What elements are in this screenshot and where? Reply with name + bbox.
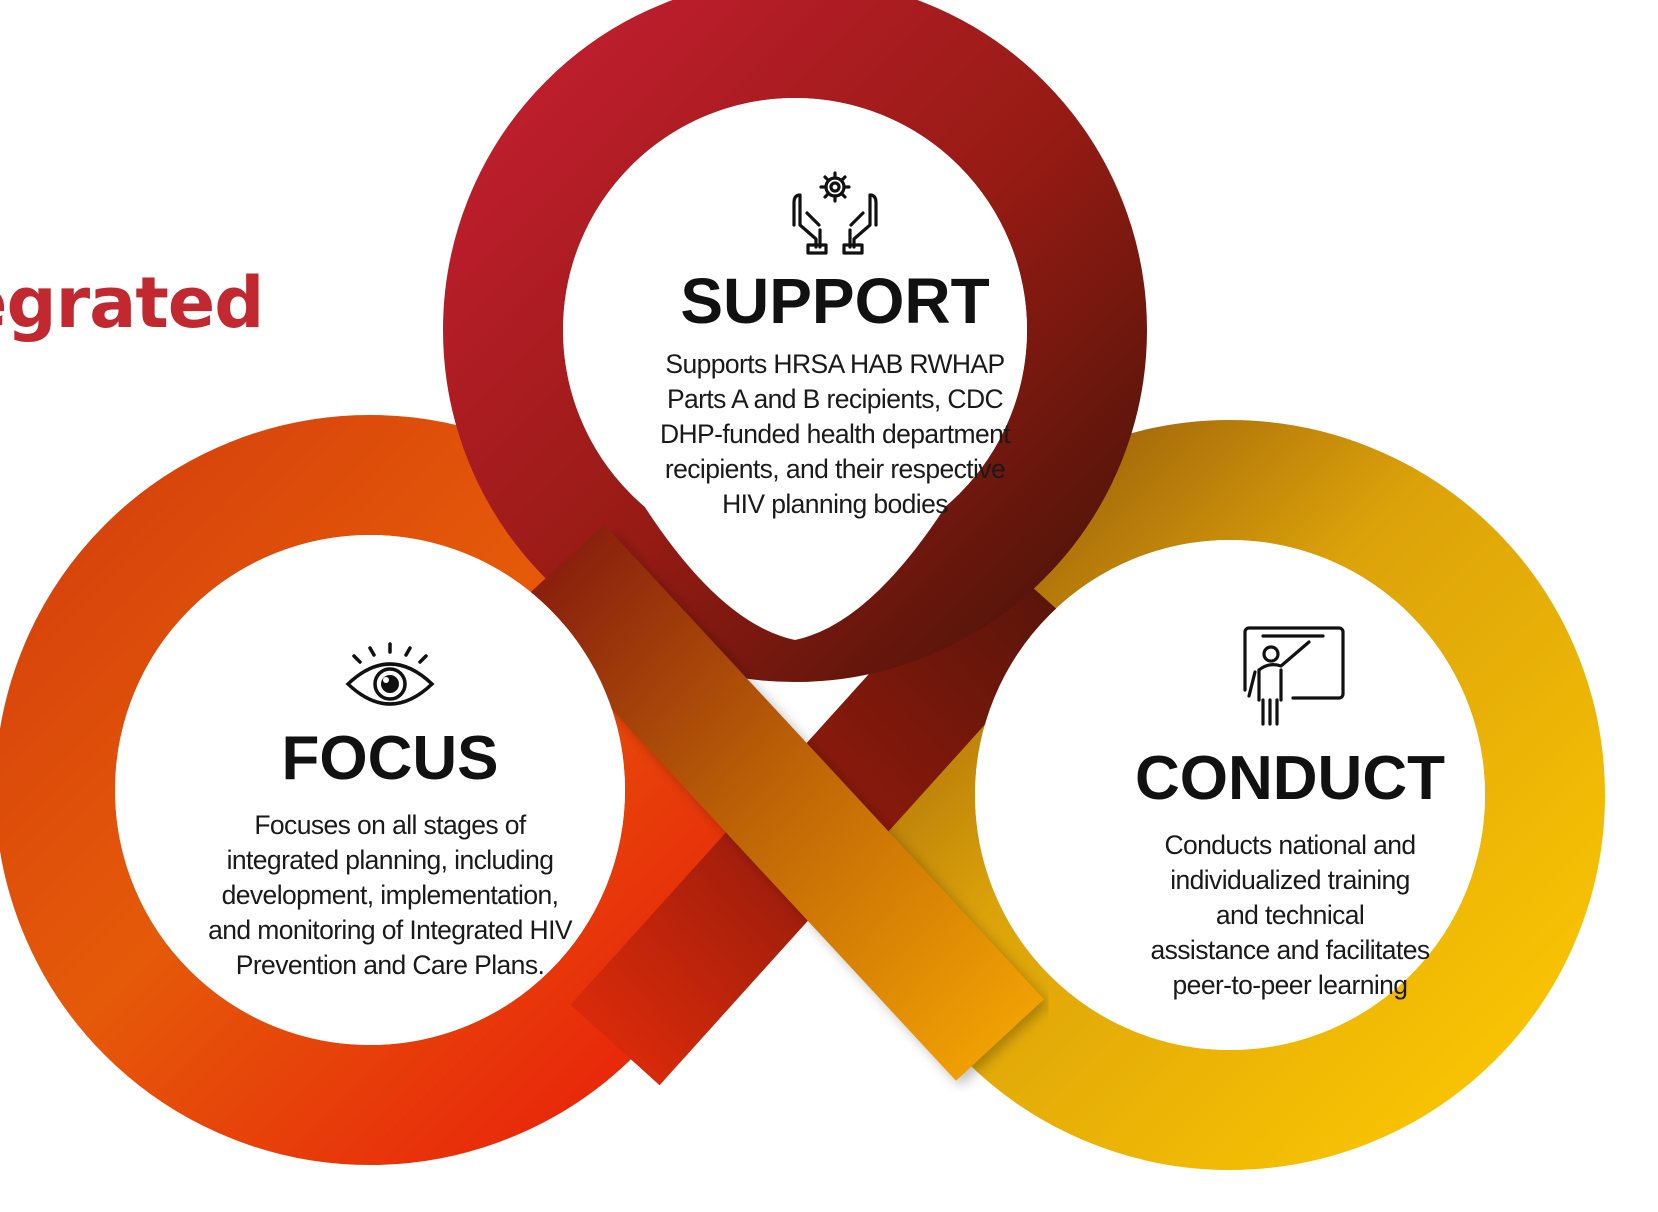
conduct-disc (975, 540, 1485, 1050)
support-line: Supports HRSA HAB RWHAP (665, 349, 1005, 379)
support-line: DHP-funded health department (659, 419, 1011, 449)
focus-node: FOCUS Focuses on all stages of integrate… (170, 640, 610, 983)
conduct-line: Conducts national and (1164, 830, 1416, 860)
support-node: SUPPORT Supports HRSA HAB RWHAP Parts A … (620, 165, 1050, 522)
focus-ring (0, 415, 745, 1165)
conduct-heading: CONDUCT (1135, 744, 1445, 813)
conduct-line: individualized training (1170, 865, 1410, 895)
focus-line: Prevention and Care Plans. (235, 950, 545, 980)
support-line: Parts A and B recipients, CDC (666, 384, 1004, 414)
focus-description: Focuses on all stages of integrated plan… (170, 808, 610, 983)
crossing-band-orange (515, 524, 1045, 1081)
support-line: recipients, and their respective (664, 454, 1006, 484)
conduct-line: peer-to-peer learning (1172, 970, 1408, 1000)
focus-line: development, implementation, (221, 880, 559, 910)
eye-icon (345, 642, 435, 706)
conduct-line: and technical (1215, 900, 1365, 930)
focus-line: and monitoring of Integrated HIV (208, 915, 572, 945)
conduct-line: assistance and facilitates (1150, 935, 1430, 965)
partial-title: egrated (0, 262, 264, 344)
focus-line: Focuses on all stages of (254, 810, 526, 840)
support-heading: SUPPORT (680, 265, 990, 337)
hands-holding-gear-icon (792, 171, 878, 255)
focus-disc (115, 535, 625, 1045)
support-description: Supports HRSA HAB RWHAP Parts A and B re… (620, 347, 1050, 522)
conduct-node: CONDUCT Conducts national and individual… (1100, 620, 1480, 1003)
support-line: HIV planning bodies (722, 489, 948, 519)
focus-line: integrated planning, including (226, 845, 554, 875)
presenter-at-board-icon (1242, 626, 1345, 726)
focus-heading: FOCUS (281, 724, 499, 793)
conduct-description: Conducts national and individualized tra… (1110, 828, 1470, 1003)
support-disc-tip (600, 430, 990, 640)
